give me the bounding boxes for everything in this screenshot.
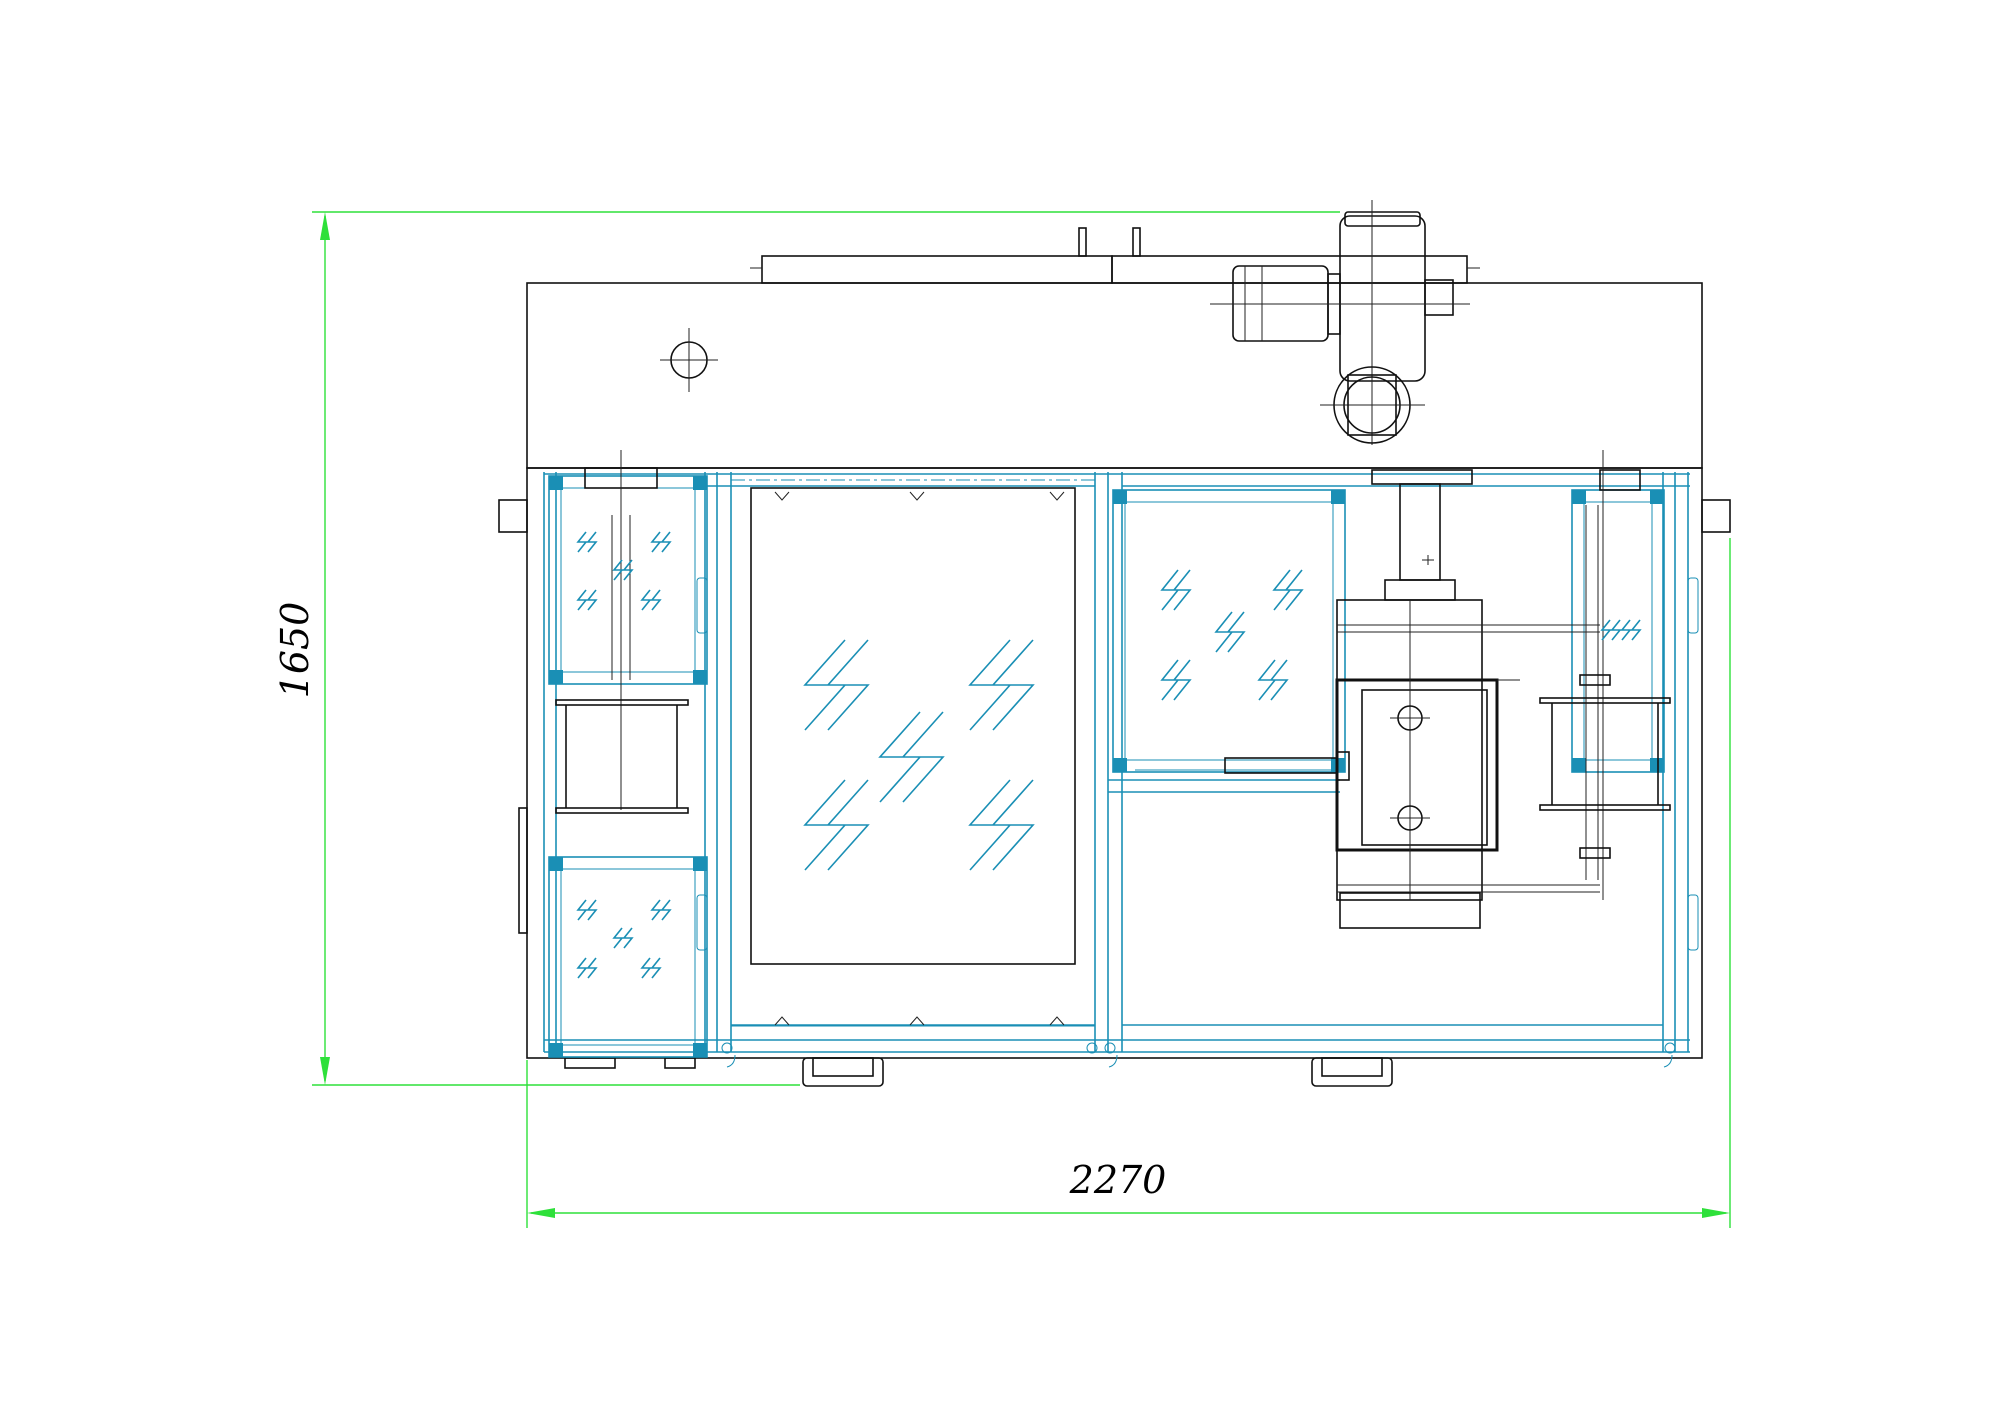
upper-housing [526, 227, 1703, 469]
panel-center [730, 485, 1096, 1027]
glass-hatching [576, 531, 1642, 979]
panel-right [1571, 450, 1665, 900]
spool-right [1539, 697, 1671, 811]
width-dimension [526, 538, 1731, 1228]
blower-motor [1210, 200, 1470, 445]
panel-bottom-left [548, 856, 708, 1058]
spool-left [555, 699, 689, 814]
bottom-hinges [721, 1042, 1676, 1068]
height-dimension-label: 1650 [273, 602, 317, 699]
lower-cabinet [498, 467, 1731, 1087]
side-handles [696, 577, 1699, 951]
panel-middle-right [1112, 489, 1346, 773]
drive-mechanism [1224, 469, 1611, 929]
width-dimension-label: 2270 [1069, 1158, 1167, 1202]
panel-top-left [548, 450, 708, 810]
height-dimension [312, 211, 1340, 1086]
